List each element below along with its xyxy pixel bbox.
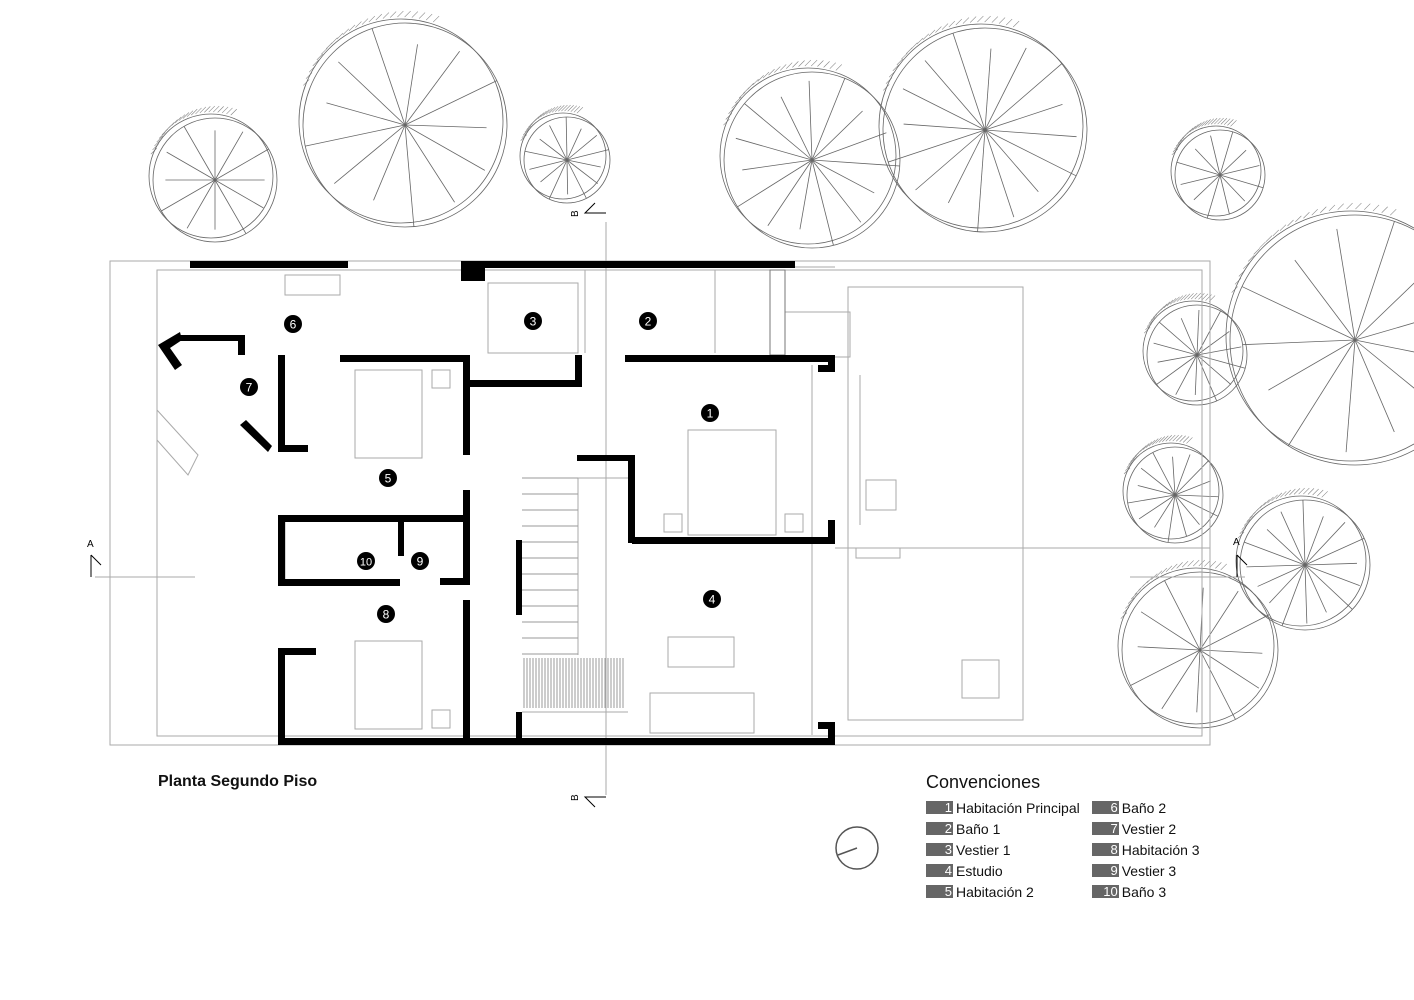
tree-icon [519,104,611,204]
room-marker-5: 5 [379,469,397,487]
tree-icon [1117,559,1279,729]
room-marker-9: 9 [411,552,429,570]
room-marker-10: 10 [357,552,375,570]
room-marker-2: 2 [639,312,657,330]
legend-label: Estudio [956,862,1003,879]
legend-label: Baño 3 [1121,883,1167,900]
room-marker-6: 6 [284,315,302,333]
tree-icon [298,10,508,228]
staircase [522,477,624,708]
trees [148,10,1414,729]
legend-number: 6 [1091,801,1119,814]
room-marker-8: 8 [377,605,395,623]
legend-number: 3 [926,843,953,856]
tree-icon [1170,117,1266,221]
room-marker-7: 7 [240,378,258,396]
legend-number: 4 [926,864,953,877]
legend-number: 2 [926,822,953,835]
room-number: 8 [383,608,390,622]
room-number: 3 [530,315,537,329]
room-number: 9 [417,555,424,569]
legend-label: Vestier 1 [956,841,1011,858]
tree-icon [878,15,1088,233]
tree-icon [1122,434,1224,544]
tree-icon [1235,487,1371,631]
section-labels: A A B B [87,210,1240,801]
room-number: 2 [645,315,652,329]
legend-number: 8 [1091,843,1119,856]
legend-number: 10 [1091,885,1119,898]
room-marker-1: 1 [701,404,719,422]
tree-icon [1142,292,1248,406]
tree-icon [1225,202,1414,466]
legend-label: Habitación Principal [956,799,1080,816]
room-number: 4 [709,593,716,607]
legend-number: 9 [1091,864,1119,877]
legend-label: Baño 1 [956,820,1001,837]
room-number: 5 [385,472,392,486]
tree-icon [148,105,278,243]
tree-icon [719,59,901,249]
legend-label: Baño 2 [1121,799,1167,816]
legend-label: Vestier 3 [1121,862,1177,879]
room-number: 10 [360,557,372,569]
room-number: 6 [290,318,297,332]
section-label-b-bottom: B [570,794,581,801]
room-number: 1 [707,407,714,421]
legend-number: 1 [926,801,953,814]
walls [158,261,835,745]
legend-title: Convenciones [926,772,1041,792]
site-lines [95,222,1245,795]
section-label-a-left: A [87,539,94,550]
plan-title: Planta Segundo Piso [158,773,318,790]
section-marks [90,202,1248,870]
room-markers: 1 2 3 4 5 6 7 8 9 10 [240,312,721,623]
legend-number: 5 [926,885,953,898]
section-label-b-top: B [570,210,581,217]
room-marker-3: 3 [524,312,542,330]
legend-label: Habitación 3 [1121,841,1200,858]
legend-label: Habitación 2 [956,883,1034,900]
legend-number: 7 [1091,822,1119,835]
legend-label: Vestier 2 [1121,820,1177,837]
room-marker-4: 4 [703,590,721,608]
section-label-a-right: A [1233,537,1240,548]
room-number: 7 [246,381,253,395]
